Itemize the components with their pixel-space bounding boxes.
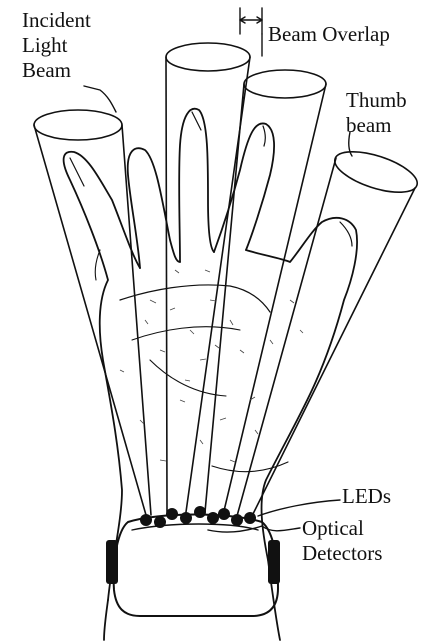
led-dot xyxy=(180,512,192,524)
incident-light-beam-label: Incident Light Beam xyxy=(22,8,91,83)
right-strap xyxy=(268,540,280,584)
led-dot xyxy=(140,514,152,526)
led-dot xyxy=(207,512,219,524)
thumb-label-line-1: Thumb xyxy=(346,88,407,113)
leds-leader xyxy=(258,500,340,516)
led-dot xyxy=(218,508,230,520)
detectors-label-line-1: Optical xyxy=(302,516,382,541)
led-dot xyxy=(166,508,178,520)
led-dot xyxy=(231,514,243,526)
led-dot xyxy=(194,506,206,518)
thumb-label-line-2: beam xyxy=(346,113,407,138)
beam-thumb xyxy=(237,143,422,518)
beam-2 xyxy=(166,43,250,512)
leader-lines xyxy=(84,8,352,532)
incident-label-line-3: Beam xyxy=(22,58,91,83)
detectors-label-line-2: Detectors xyxy=(302,541,382,566)
incident-beam-leader xyxy=(84,86,116,112)
wrist-band xyxy=(106,515,280,617)
beam-overlap-label: Beam Overlap xyxy=(268,22,390,47)
leds-label: LEDs xyxy=(342,484,391,509)
led-dot xyxy=(244,512,256,524)
incident-label-line-2: Light xyxy=(22,33,91,58)
beam-1 xyxy=(34,110,151,515)
incident-label-line-1: Incident xyxy=(22,8,91,33)
left-strap xyxy=(106,540,118,584)
led-dot xyxy=(154,516,166,528)
optical-detectors-label: Optical Detectors xyxy=(302,516,382,566)
thumb-beam-label: Thumb beam xyxy=(346,88,407,138)
